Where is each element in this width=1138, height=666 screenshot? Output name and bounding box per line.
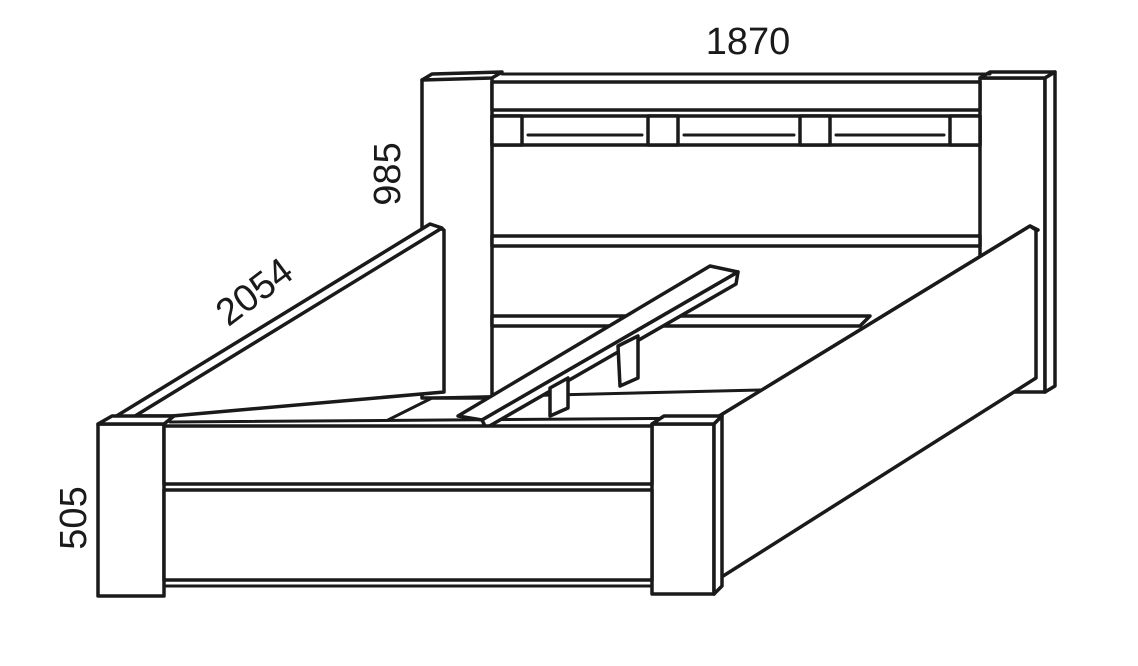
footboard-right-post-side: [712, 414, 724, 596]
footboard-bottom-panel: [162, 488, 654, 582]
headboard-right-post-side: [1043, 70, 1057, 394]
footboard-left-post: [96, 422, 166, 598]
footboard: [96, 414, 724, 598]
headboard-left-post-top: [420, 70, 504, 82]
headboard-top-rail: [490, 80, 982, 112]
inner-frame-front-edge: [168, 416, 722, 424]
inner-frame: [168, 388, 762, 424]
headboard-shelf: [490, 114, 982, 147]
headboard-mid-rail: [490, 234, 982, 248]
footboard-height-dimension-label: 505: [53, 486, 95, 549]
footboard-top-panel: [162, 424, 654, 486]
footboard-right-post-top: [650, 414, 724, 426]
right-side-rail: [714, 224, 1040, 580]
headboard-height-dimension-label: 985: [367, 142, 409, 205]
footboard-right-post: [650, 422, 716, 596]
footboard-left-post-top: [96, 414, 176, 426]
beam-leg-front: [548, 376, 570, 418]
central-support-beam: [456, 264, 740, 430]
shelf-block-3: [798, 114, 832, 147]
beam-side: [480, 270, 740, 430]
width-dimension-label: 1870: [706, 21, 791, 63]
headboard-low-rail: [490, 314, 872, 328]
beam-leg-back: [616, 334, 640, 388]
beam-top: [456, 264, 740, 422]
shelf-block-4: [948, 114, 982, 147]
shelf-block-2: [646, 114, 680, 147]
shelf-block-1: [490, 114, 524, 147]
right-rail-face: [714, 224, 1038, 580]
inner-frame-back-edge: [386, 388, 762, 422]
